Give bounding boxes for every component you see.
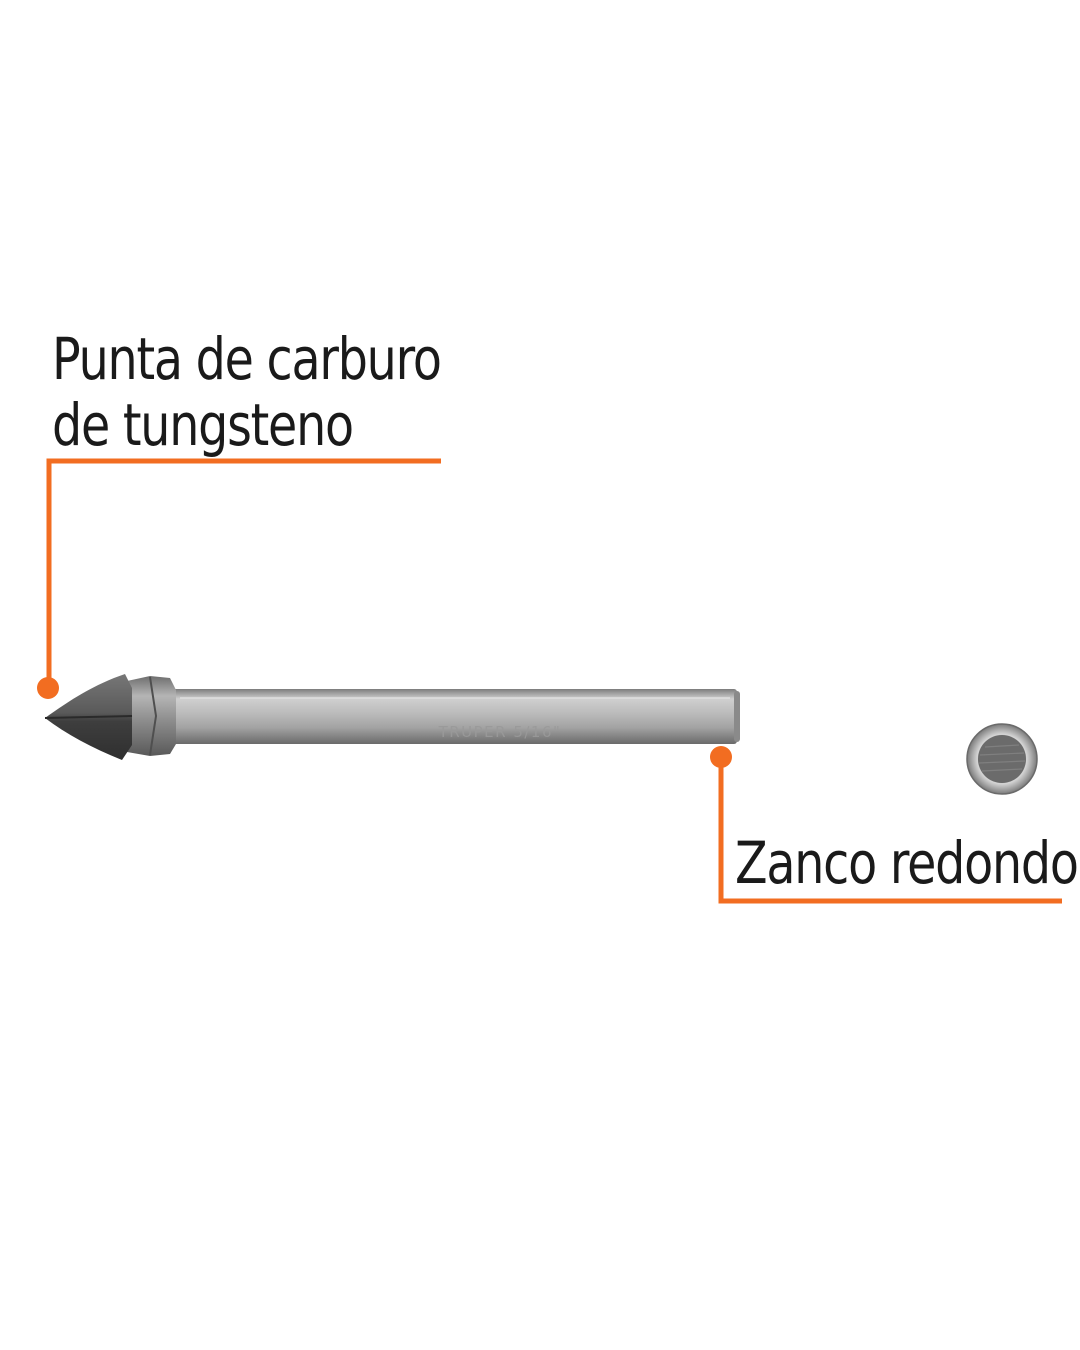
- tip-leader-line: [46, 458, 441, 687]
- drill-shaft: [168, 689, 737, 744]
- drill-engraving: TRUPER 5/16": [438, 723, 562, 741]
- tip-callout-leader: [37, 458, 441, 699]
- drill-bit: [44, 674, 740, 760]
- shank-leader-dot: [710, 746, 732, 768]
- tip-leader-dot: [37, 677, 59, 699]
- shank-callout-leader: [710, 746, 1062, 904]
- shank-leader-line: [718, 757, 1062, 904]
- tip-callout-line2: de tungsteno: [52, 391, 354, 459]
- shank-callout-label: Zanco redondo: [735, 829, 1079, 897]
- tip-callout-line1: Punta de carburo: [52, 325, 442, 393]
- shank-end-view: [966, 723, 1038, 795]
- tip-callout-label: Punta de carburo de tungsteno: [52, 325, 442, 459]
